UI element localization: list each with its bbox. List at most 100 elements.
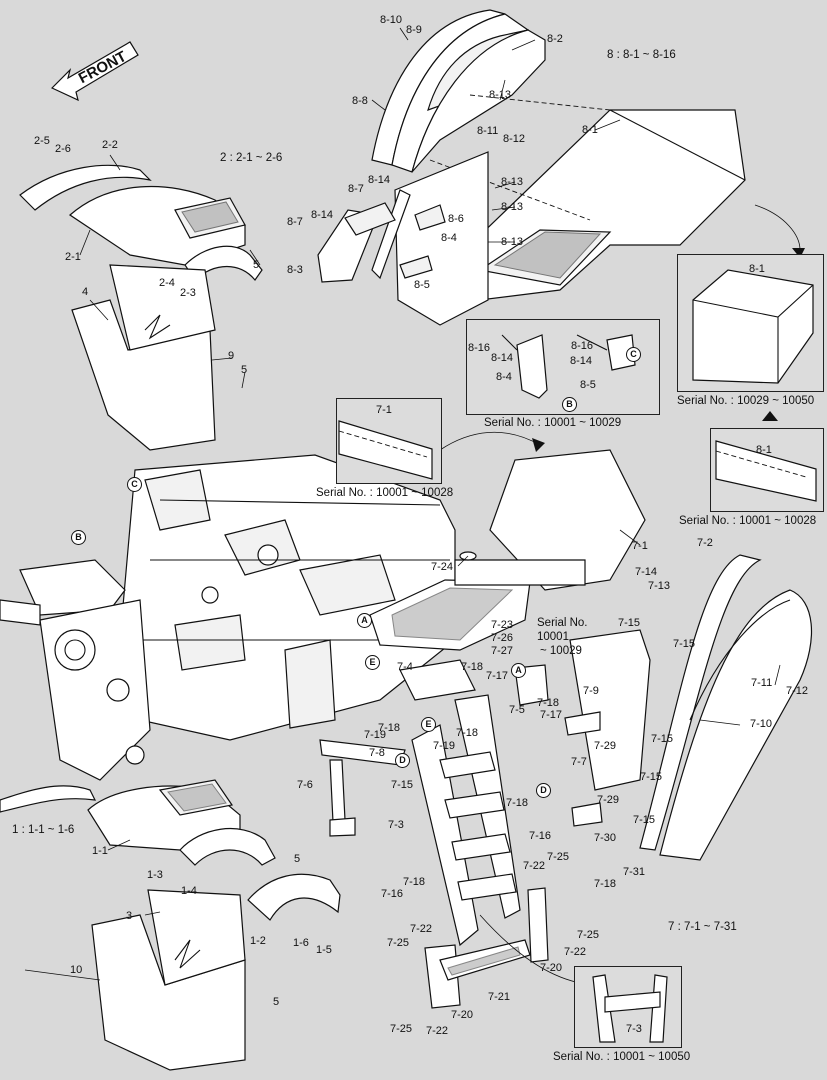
inset-8-1-a <box>677 254 824 392</box>
part-label: 7-30 <box>594 832 617 844</box>
ref-circle-a: A <box>511 663 526 678</box>
part-label: 8-7 <box>287 216 303 228</box>
part-label: 8-16 <box>468 342 491 354</box>
part-label: 7-31 <box>623 866 646 878</box>
part-label: 7-6 <box>297 779 313 791</box>
part-label: 7-18 <box>461 661 484 673</box>
part-label: 4 <box>82 286 89 298</box>
part-label: 5 <box>294 853 301 865</box>
part-label: 7-12 <box>786 685 809 697</box>
part-label: 7-20 <box>451 1009 474 1021</box>
part-label: 1-2 <box>250 935 266 947</box>
part-label: 8-1 <box>749 263 765 275</box>
serial-7-23-line2: 10001 <box>537 631 569 643</box>
part-label: 7-14 <box>635 566 658 578</box>
part-label: 1-1 <box>92 845 108 857</box>
part-label: 8-1 <box>756 444 772 456</box>
part-label: 5 <box>241 364 248 376</box>
inset-8-1-b-serial: Serial No. : 10001 ~ 10028 <box>679 515 817 527</box>
note-group-2: 2 : 2-1 ~ 2-6 <box>220 152 283 164</box>
inset-8-1-a-drawing <box>692 269 814 384</box>
part-label: 7-27 <box>491 645 514 657</box>
part-label: 7-16 <box>529 830 552 842</box>
part-label: 8-5 <box>580 379 596 391</box>
part-label: 8-5 <box>414 279 430 291</box>
group8-side-panel <box>317 151 489 326</box>
part-label: 7-17 <box>540 709 563 721</box>
ref-circle-c: C <box>127 477 142 492</box>
ref-circle-a: A <box>357 613 372 628</box>
part-label: 8-3 <box>287 264 303 276</box>
part-label: 7-15 <box>391 779 414 791</box>
part-label: 5 <box>253 259 260 271</box>
group7-platform <box>369 449 646 651</box>
inset-7-1-drawing <box>338 420 433 480</box>
part-label: 8-14 <box>311 209 334 221</box>
part-label: 7-29 <box>597 794 620 806</box>
part-label: 7-1 <box>632 540 648 552</box>
group1-mudflaps <box>91 889 246 1071</box>
part-label: 7-25 <box>547 851 570 863</box>
part-label: 8-14 <box>491 352 514 364</box>
ref-circle-d: D <box>395 753 410 768</box>
part-label: 7-3 <box>388 819 404 831</box>
part-label: 8-8 <box>352 95 368 107</box>
part-label: 7-4 <box>397 661 413 673</box>
part-label: 8-13 <box>501 176 524 188</box>
part-label: 7-17 <box>486 670 509 682</box>
part-label: 2-3 <box>180 287 196 299</box>
part-label: 2-4 <box>159 277 175 289</box>
part-label: 7-1 <box>376 404 392 416</box>
part-label: 1-6 <box>293 937 309 949</box>
part-label: 8-11 <box>477 125 499 137</box>
ref-circle-e: E <box>421 717 436 732</box>
group7-fender-panels <box>569 554 813 861</box>
part-label: 1-3 <box>147 869 163 881</box>
part-label: 8-16 <box>571 340 594 352</box>
inset-7-3-drawing <box>592 974 668 1043</box>
part-label: 7-19 <box>433 740 456 752</box>
inset-8-16-drawing <box>501 334 636 399</box>
part-label: 2-2 <box>102 139 118 151</box>
part-label: 8-2 <box>547 33 563 45</box>
part-label: 1-5 <box>316 944 332 956</box>
part-label: 8-9 <box>406 24 422 36</box>
part-label: 8-1 <box>582 124 598 136</box>
part-label: 7-15 <box>673 638 696 650</box>
part-label: 9 <box>228 350 235 362</box>
part-label: 7-15 <box>633 814 656 826</box>
part-label: 7-16 <box>381 888 404 900</box>
part-label: 8-4 <box>441 232 457 244</box>
inset-7-1 <box>336 398 442 484</box>
inset-8-1-a-serial: Serial No. : 10029 ~ 10050 <box>677 395 815 407</box>
part-label: 7-20 <box>540 962 563 974</box>
part-label: 7-8 <box>369 747 385 759</box>
part-label: 8-12 <box>503 133 526 145</box>
ref-circle-b: B <box>71 530 86 545</box>
part-label: 7-26 <box>491 632 514 644</box>
part-label: 7-22 <box>426 1025 449 1037</box>
part-label: 2-6 <box>55 143 71 155</box>
part-label: 7-15 <box>640 771 663 783</box>
part-label: 7-5 <box>509 704 525 716</box>
part-label: 7-22 <box>410 923 433 935</box>
part-label: 7-3 <box>626 1023 642 1035</box>
part-label: 10 <box>70 964 83 976</box>
part-label: 7-29 <box>594 740 617 752</box>
part-label: 8-4 <box>496 371 512 383</box>
part-label: 7-2 <box>697 537 713 549</box>
group1-fender <box>87 779 341 921</box>
part-label: 7-15 <box>651 733 674 745</box>
part-label: 7-9 <box>583 685 599 697</box>
ref-circle-c: C <box>626 347 641 362</box>
serial-7-23-line3: ~ 10029 <box>540 645 582 657</box>
part-label: 8-13 <box>501 236 524 248</box>
part-label: 7-25 <box>387 937 410 949</box>
part-label: 8-6 <box>448 213 464 225</box>
note-group-1: 1 : 1-1 ~ 1-6 <box>12 824 75 836</box>
note-group-8: 8 : 8-1 ~ 8-16 <box>607 49 676 61</box>
part-label: 7-25 <box>577 929 600 941</box>
part-label: 7-18 <box>403 876 426 888</box>
part-label: 7-18 <box>594 878 617 890</box>
part-label: 7-19 <box>364 729 387 741</box>
